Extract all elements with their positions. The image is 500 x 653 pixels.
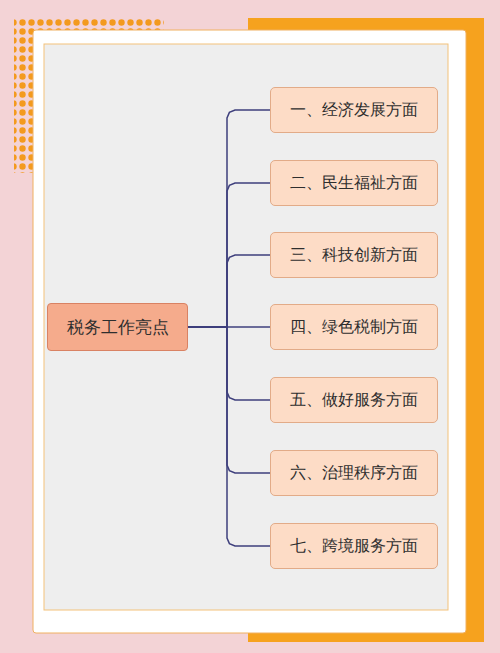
white-card	[33, 30, 466, 633]
branch-connector	[188, 255, 270, 327]
branch-connector	[188, 110, 270, 327]
branch-connector	[188, 183, 270, 327]
branch-topic-box: 二、民生福祉方面	[270, 160, 438, 206]
topic-label: 五、做好服务方面	[290, 390, 418, 411]
topic-label: 三、科技创新方面	[290, 245, 418, 266]
root-topic-box: 税务工作亮点	[47, 303, 188, 351]
branch-connector	[188, 327, 270, 400]
branch-connector	[188, 327, 270, 546]
branch-topic-box: 一、经济发展方面	[270, 87, 438, 133]
branch-topic-box: 四、绿色税制方面	[270, 304, 438, 350]
topic-label: 一、经济发展方面	[290, 100, 418, 121]
branch-topic-box: 七、跨境服务方面	[270, 523, 438, 569]
topic-label: 四、绿色税制方面	[290, 317, 418, 338]
branch-topic-box: 六、治理秩序方面	[270, 450, 438, 496]
topic-label: 七、跨境服务方面	[290, 536, 418, 557]
branch-topic-box: 五、做好服务方面	[270, 377, 438, 423]
topic-label: 税务工作亮点	[67, 316, 169, 339]
topic-label: 二、民生福祉方面	[290, 173, 418, 194]
branch-topic-box: 三、科技创新方面	[270, 232, 438, 278]
branch-connector	[188, 327, 270, 473]
topic-label: 六、治理秩序方面	[290, 463, 418, 484]
inner-panel	[44, 44, 448, 610]
